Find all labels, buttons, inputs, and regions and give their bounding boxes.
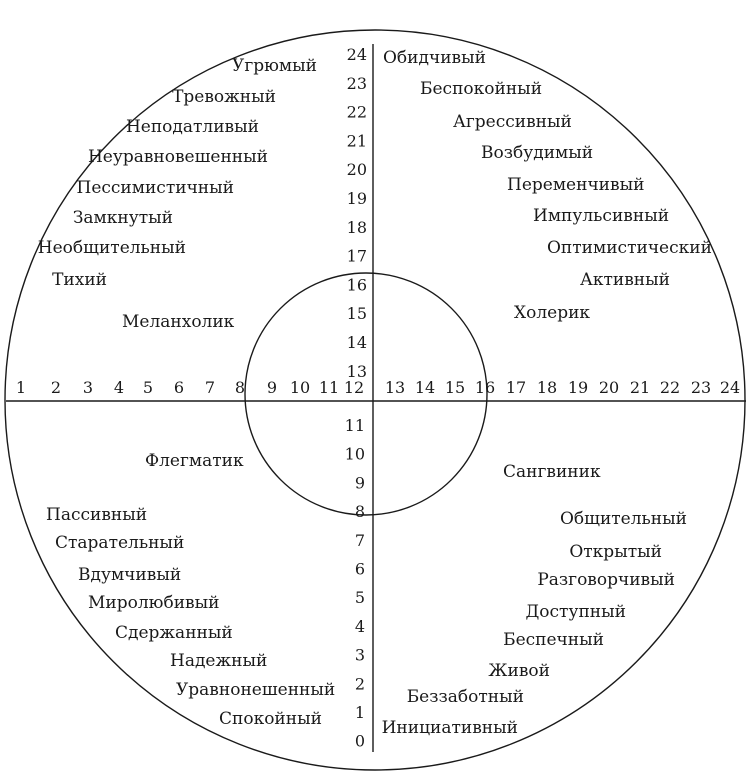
trait-label: Открытый: [569, 542, 662, 562]
scale-number: 23: [347, 74, 367, 93]
trait-label: Неуравновешенный: [88, 147, 268, 167]
temperament-label-melancholic: Меланхолик: [122, 312, 235, 332]
scale-number: 16: [347, 275, 367, 294]
trait-label: Миролюбивый: [88, 593, 219, 613]
scale-number: 0: [355, 732, 365, 751]
trait-label: Неподатливый: [126, 117, 259, 137]
trait-list-top-left: УгрюмыйТревожныйНеподатливыйНеуравновеше…: [38, 56, 317, 290]
inner-circle: [244, 272, 488, 516]
scale-number: 10: [345, 445, 365, 464]
trait-label: Обидчивый: [383, 48, 486, 68]
trait-label: Спокойный: [219, 709, 322, 729]
trait-label: Активный: [580, 270, 670, 290]
scale-number: 6: [355, 560, 365, 579]
trait-label: Доступный: [525, 602, 626, 622]
scale-number: 24: [347, 45, 367, 64]
trait-label: Тихий: [52, 270, 107, 290]
scale-number: 19: [347, 189, 367, 208]
scale-number: 15: [347, 304, 367, 323]
trait-label: Переменчивый: [507, 175, 644, 195]
scale-number: 7: [205, 378, 215, 397]
trait-label: Агрессивный: [453, 112, 572, 132]
trait-label: Пессимистичный: [77, 178, 235, 198]
scale-number: 11: [345, 416, 365, 435]
trait-label: Беспокойный: [420, 79, 542, 99]
temperament-label-phlegmatic: Флегматик: [145, 451, 244, 471]
scale-number: 21: [347, 131, 367, 150]
trait-label: Разговорчивый: [537, 570, 675, 590]
scale-number: 22: [660, 378, 680, 397]
outer-circle: [4, 29, 746, 771]
scale-number: 8: [355, 502, 365, 521]
trait-label: Беспечный: [503, 630, 604, 650]
vertical-scale-top: 24 23 22 21 20 19 18 17 16 15 14 13: [347, 45, 367, 381]
temperament-label-choleric: Холерик: [514, 303, 590, 323]
scale-number: 24: [720, 378, 740, 397]
scale-number: 17: [506, 378, 526, 397]
trait-label: Импульсивный: [533, 206, 669, 226]
trait-label: Пассивный: [46, 505, 147, 525]
scale-number: 18: [537, 378, 557, 397]
scale-number: 2: [51, 378, 61, 397]
scale-number: 5: [143, 378, 153, 397]
scale-number: 8: [235, 378, 245, 397]
scale-number: 1: [16, 378, 26, 397]
scale-number: 4: [355, 617, 365, 636]
scale-number: 2: [355, 674, 365, 693]
scale-number: 7: [355, 531, 365, 550]
trait-label: Старательный: [55, 533, 184, 553]
scale-number: 20: [347, 160, 367, 179]
trait-list-bottom-right: ОбщительныйОткрытыйРазговорчивыйДоступны…: [382, 509, 687, 738]
trait-label: Уравнонешенный: [176, 680, 335, 700]
scale-number: 1: [355, 703, 365, 722]
scale-number: 9: [267, 378, 277, 397]
trait-list-top-right: ОбидчивыйБеспокойныйАгрессивныйВозбудимы…: [383, 48, 712, 290]
scale-number: 20: [599, 378, 619, 397]
scale-number: 14: [347, 333, 367, 352]
scale-number: 23: [691, 378, 711, 397]
trait-label: Сдержанный: [115, 623, 233, 643]
scale-number: 17: [347, 247, 367, 266]
scale-number: 21: [630, 378, 650, 397]
trait-label: Общительный: [560, 509, 687, 529]
scale-number: 14: [415, 378, 435, 397]
scale-number: 4: [114, 378, 124, 397]
trait-label: Тревожный: [172, 87, 276, 107]
trait-label: Вдумчивый: [78, 565, 181, 585]
scale-number: 16: [475, 378, 495, 397]
trait-label: Необщительный: [38, 238, 186, 258]
scale-number: 6: [174, 378, 184, 397]
scale-number: 13: [385, 378, 405, 397]
trait-label: Угрюмый: [232, 56, 317, 76]
scale-number: 18: [347, 218, 367, 237]
trait-label: Живой: [488, 661, 550, 681]
scale-number: 3: [355, 646, 365, 665]
scale-number: 10: [290, 378, 310, 397]
trait-label: Надежный: [170, 651, 267, 671]
scale-number: 3: [83, 378, 93, 397]
trait-label: Оптимистический: [547, 238, 712, 258]
scale-number: 11: [319, 378, 339, 397]
trait-label: Беззаботный: [407, 687, 524, 707]
trait-label: Возбудимый: [481, 143, 593, 163]
scale-number: 5: [355, 588, 365, 607]
trait-label: Замкнутый: [73, 208, 173, 228]
temperament-label-sanguine: Сангвиник: [503, 462, 601, 482]
scale-number: 22: [347, 103, 367, 122]
scale-number: 12: [344, 378, 364, 397]
scale-number: 13: [347, 362, 367, 381]
trait-label: Инициативный: [382, 718, 518, 738]
trait-list-bottom-left: ПассивныйСтарательныйВдумчивыйМиролюбивы…: [46, 505, 335, 729]
scale-number: 9: [355, 473, 365, 492]
scale-number: 19: [568, 378, 588, 397]
scale-number: 15: [445, 378, 465, 397]
